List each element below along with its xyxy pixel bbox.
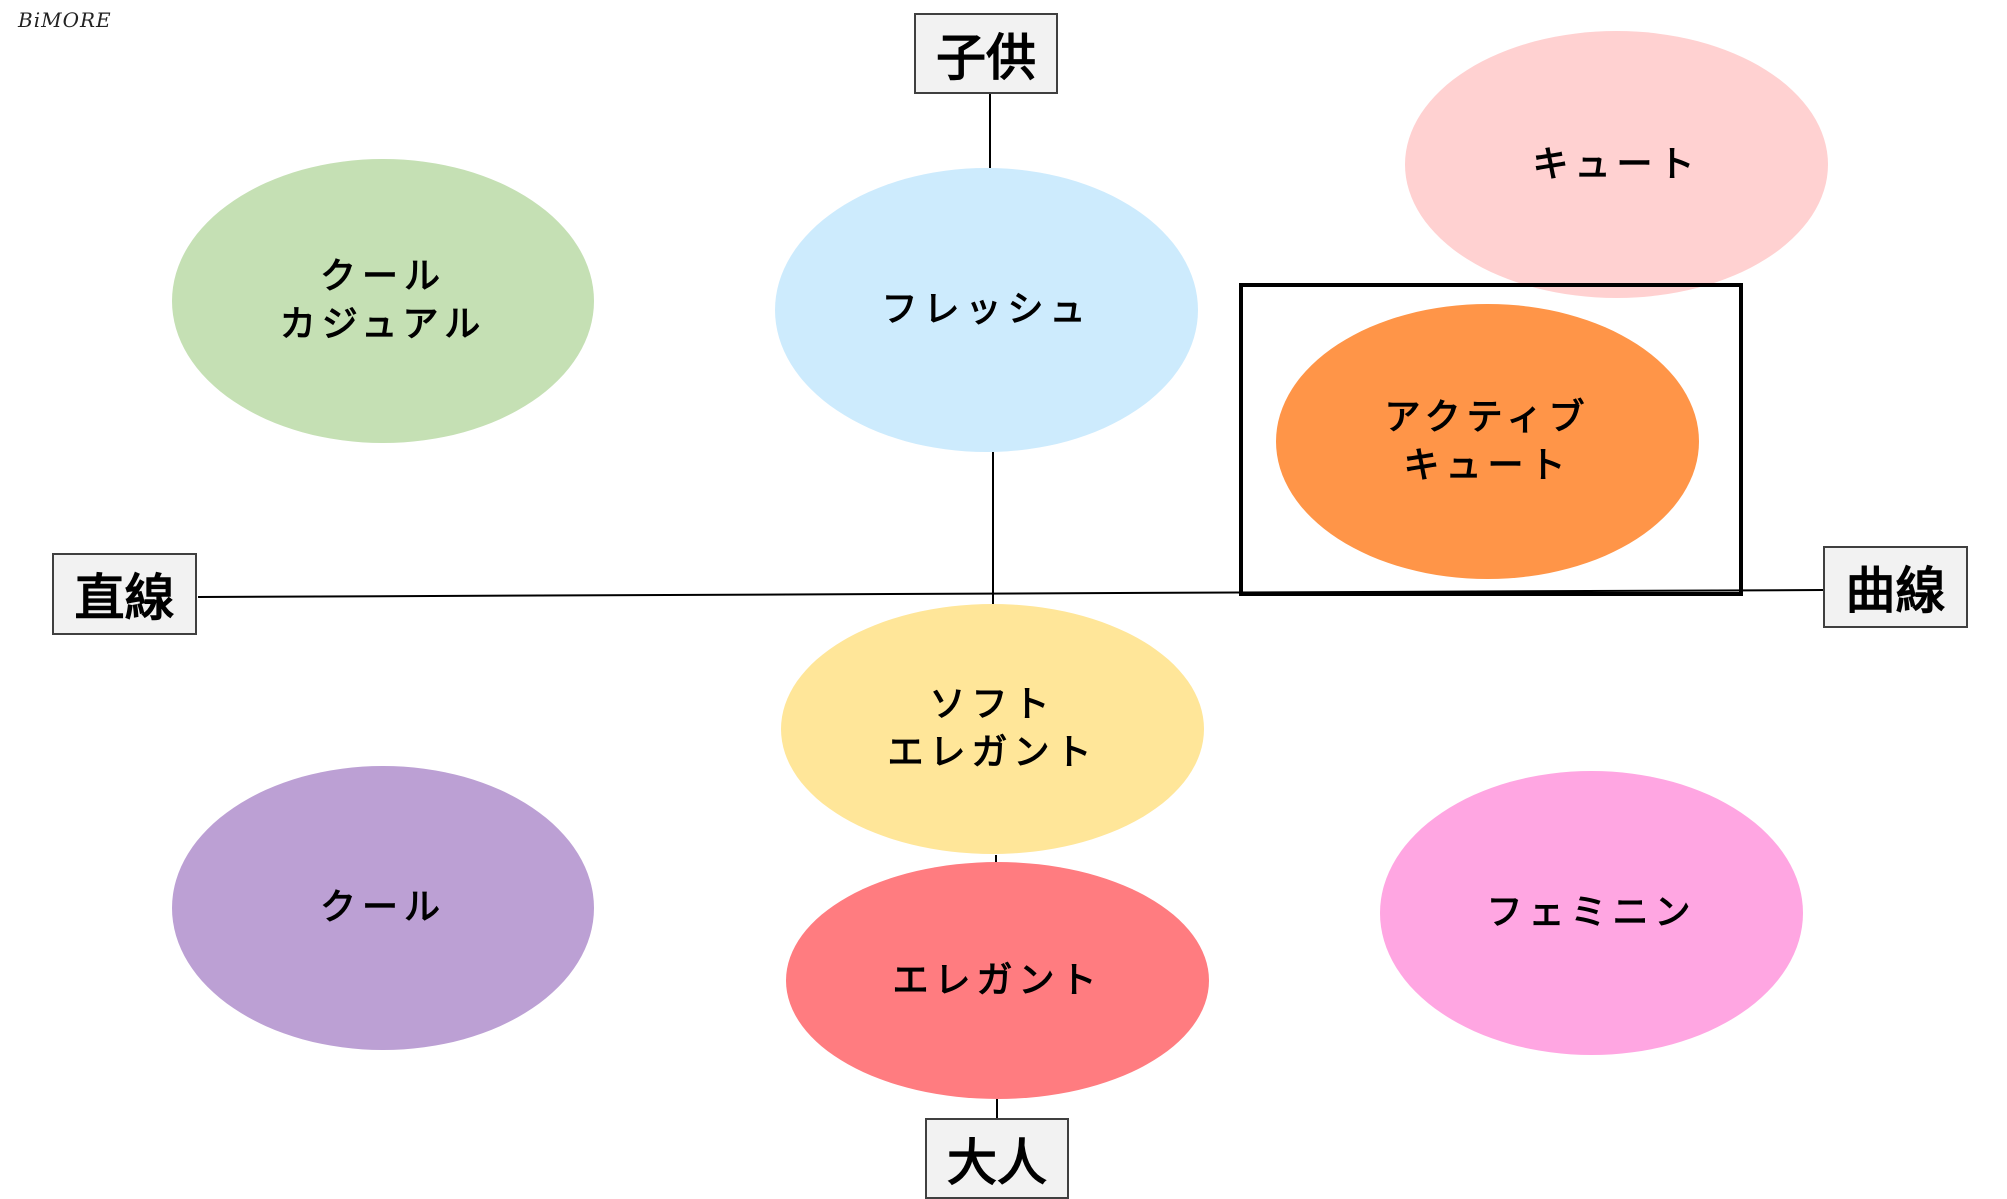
style-bubble-active-cute: アクティブ キュート bbox=[1276, 304, 1699, 579]
axis-label-straight: 直線 bbox=[52, 553, 197, 635]
axis-label-child: 子供 bbox=[914, 13, 1058, 94]
axis-label-adult: 大人 bbox=[925, 1118, 1069, 1199]
axis-label-curve: 曲線 bbox=[1823, 546, 1968, 628]
highlight-frame bbox=[1239, 283, 1743, 596]
style-bubble-elegant: エレガント bbox=[786, 862, 1209, 1099]
style-bubble-cute: キュート bbox=[1405, 31, 1828, 298]
style-bubble-cool-casual: クール カジュアル bbox=[172, 159, 594, 443]
brand-watermark: BiMORE bbox=[18, 8, 112, 32]
style-bubble-cool: クール bbox=[172, 766, 594, 1050]
style-bubble-soft-elegant: ソフト エレガント bbox=[781, 604, 1204, 854]
style-bubble-feminine: フェミニン bbox=[1380, 771, 1803, 1055]
style-bubble-fresh: フレッシュ bbox=[775, 168, 1198, 452]
horizontal-axis-line bbox=[197, 589, 1824, 598]
